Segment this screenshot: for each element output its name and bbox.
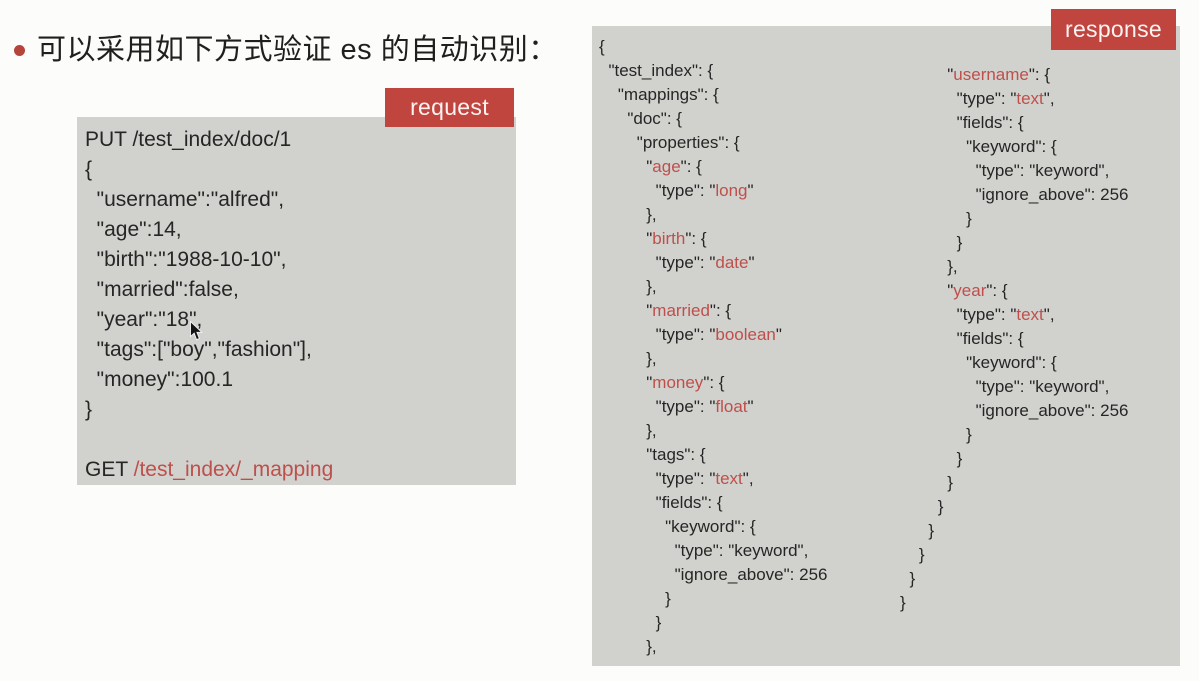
- code-line: },: [599, 349, 657, 368]
- code-line: }: [85, 398, 93, 421]
- code-line: "type": "float": [599, 397, 754, 416]
- code-line: }: [900, 497, 944, 516]
- bullet-icon: [14, 44, 25, 56]
- code-line: "money": {: [599, 373, 725, 392]
- code-line: "type": "keyword",: [599, 541, 809, 560]
- code-line: }: [900, 449, 963, 468]
- code-line: "mappings": {: [599, 85, 719, 104]
- code-line: "age": {: [599, 157, 702, 176]
- code-line: "birth":"1988-10-10",: [85, 248, 287, 271]
- code-line: "ignore_above": 256: [599, 565, 828, 584]
- code-line: "tags": {: [599, 445, 706, 464]
- code-line: }: [900, 425, 972, 444]
- code-line: PUT /test_index/doc/1: [85, 128, 292, 151]
- code-line: "fields": {: [900, 113, 1024, 132]
- code-line: "type": "text",: [900, 89, 1055, 108]
- request-code-text: PUT /test_index/doc/1 { "username":"alfre…: [85, 125, 333, 485]
- code-line: [85, 425, 333, 455]
- request-badge: request: [385, 88, 514, 127]
- code-line: }: [900, 521, 935, 540]
- code-line: "type": "keyword",: [900, 161, 1110, 180]
- code-line: }: [900, 569, 916, 588]
- code-line: {: [599, 37, 605, 56]
- code-line: "ignore_above": 256: [900, 185, 1129, 204]
- code-line: "married": {: [599, 301, 732, 320]
- code-line: "fields": {: [900, 329, 1024, 348]
- code-line: "test_index": {: [599, 61, 714, 80]
- code-line: },: [599, 421, 657, 440]
- code-line: "type": "long": [599, 181, 754, 200]
- code-line: "username": {: [900, 65, 1051, 84]
- code-line: "type": "boolean": [599, 325, 782, 344]
- code-line: "money":100.1: [85, 368, 233, 391]
- response-code-right-column: "username": { "type": "text", "fields": …: [900, 63, 1128, 615]
- code-line: },: [599, 277, 657, 296]
- response-code-left-column: { "test_index": { "mappings": { "doc": {…: [599, 35, 827, 659]
- slide-title-row: 可以采用如下方式验证 es 的自动识别：: [14, 26, 558, 68]
- code-line: "year": {: [900, 281, 1008, 300]
- code-line: },: [599, 637, 657, 656]
- code-line: "birth": {: [599, 229, 707, 248]
- code-line: "year":"18",: [85, 308, 203, 331]
- code-line: "age":14,: [85, 218, 182, 241]
- request-code-block: PUT /test_index/doc/1 { "username":"alfre…: [77, 117, 516, 485]
- code-line: "keyword": {: [900, 353, 1057, 372]
- code-line: "keyword": {: [599, 517, 756, 536]
- code-line: }: [599, 613, 662, 632]
- code-line: "doc": {: [599, 109, 682, 128]
- code-line: }: [900, 209, 972, 228]
- code-line: "type": "text",: [900, 305, 1055, 324]
- code-line: "type": "keyword",: [900, 377, 1110, 396]
- response-code-block: { "test_index": { "mappings": { "doc": {…: [592, 26, 1180, 666]
- code-line: }: [900, 233, 963, 252]
- code-line: "properties": {: [599, 133, 740, 152]
- code-line: }: [900, 473, 953, 492]
- code-line: GET /test_index/_mapping: [85, 458, 334, 481]
- code-line: },: [900, 257, 958, 276]
- response-badge: response: [1051, 9, 1176, 50]
- code-line: "keyword": {: [900, 137, 1057, 156]
- code-line: }: [599, 589, 671, 608]
- code-line: "ignore_above": 256: [900, 401, 1129, 420]
- code-line: "username":"alfred",: [85, 188, 285, 211]
- code-line: "married":false,: [85, 278, 239, 301]
- page-title: 可以采用如下方式验证 es 的自动识别：: [37, 34, 558, 66]
- code-line: }: [900, 593, 906, 612]
- code-line: "type": "date": [599, 253, 755, 272]
- code-line: "type": "text",: [599, 469, 754, 488]
- code-line: }: [900, 545, 925, 564]
- code-line: "fields": {: [599, 493, 723, 512]
- code-line: "tags":["boy","fashion"],: [85, 338, 312, 361]
- mouse-cursor-icon: [189, 320, 204, 347]
- code-line: {: [85, 158, 93, 181]
- code-line: },: [599, 205, 657, 224]
